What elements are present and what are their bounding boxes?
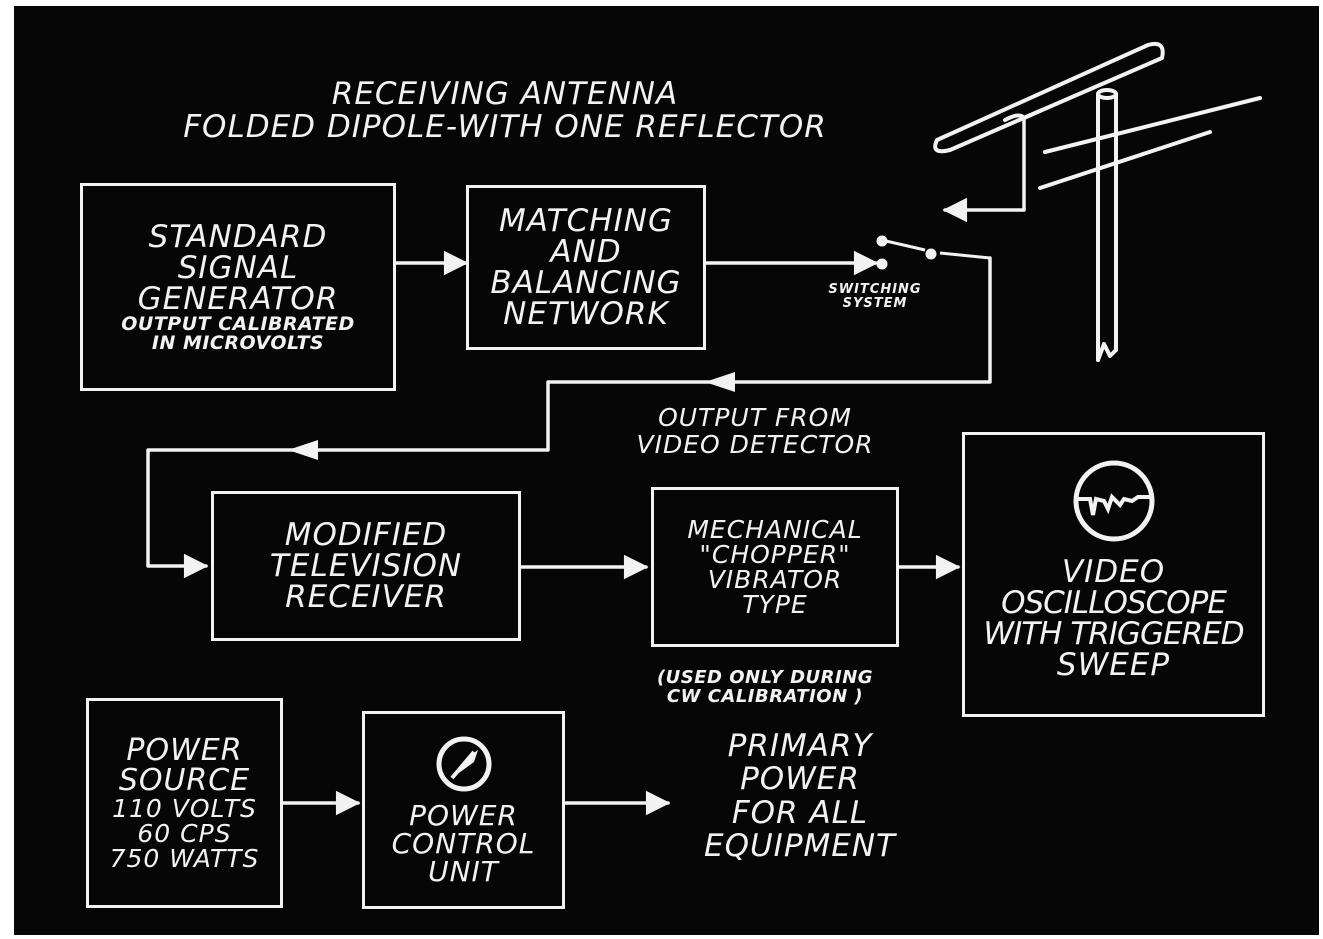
- chopper-note-line2: CW CALIBRATION ): [666, 686, 864, 708]
- power-source-line1: POWER: [126, 732, 243, 768]
- switching-system-label: SWITCHING SYSTEM: [800, 282, 950, 312]
- antenna-title-line1: RECEIVING ANTENNA: [331, 76, 679, 112]
- power-control-line2: CONTROL: [391, 827, 536, 860]
- oscilloscope-line4: SWEEP: [1056, 647, 1171, 683]
- signal-generator-line1: STANDARD: [148, 218, 328, 255]
- primary-power-line2: POWER: [740, 761, 860, 798]
- video-detector-line1: OUTPUT FROM: [658, 403, 852, 432]
- power-source-line5: 750 WATTS: [109, 843, 260, 873]
- matching-network-block: MATCHING AND BALANCING NETWORK: [466, 185, 706, 350]
- meter-dial-icon: [436, 736, 491, 792]
- primary-power-line4: EQUIPMENT: [704, 828, 896, 865]
- signal-generator-line3: GENERATOR: [137, 280, 339, 317]
- antenna-title: RECEIVING ANTENNA FOLDED DIPOLE-WITH ONE…: [110, 76, 900, 146]
- matching-line4: NETWORK: [503, 295, 669, 332]
- power-control-line1: POWER: [409, 799, 518, 832]
- primary-power-line3: FOR ALL: [731, 794, 869, 831]
- tv-receiver-line3: RECEIVER: [285, 578, 447, 615]
- switching-label-line2: SYSTEM: [842, 296, 908, 312]
- tv-receiver-block: MODIFIED TELEVISION RECEIVER: [211, 491, 521, 641]
- chopper-line1: MECHANICAL: [687, 515, 863, 544]
- tv-receiver-line1: MODIFIED: [284, 516, 448, 553]
- chopper-line4: TYPE: [742, 590, 808, 619]
- oscilloscope-line1: VIDEO: [1061, 554, 1166, 590]
- chopper-note-line1: (USED ONLY DURING: [656, 667, 874, 688]
- signal-generator-block: STANDARD SIGNAL GENERATOR OUTPUT CALIBRA…: [80, 183, 396, 391]
- wire-switch-to-receiver: [146, 256, 992, 579]
- oscilloscope-block: VIDEO OSCILLOSCOPE WITH TRIGGERED SWEEP: [962, 432, 1265, 717]
- power-control-block: POWER CONTROL UNIT: [362, 711, 565, 909]
- power-source-line4: 60 CPS: [137, 818, 232, 848]
- chopper-note-label: (USED ONLY DURING CW CALIBRATION ): [620, 668, 910, 707]
- return-arrowheads: [288, 372, 735, 460]
- chopper-line3: VIBRATOR: [707, 565, 843, 594]
- video-detector-label: OUTPUT FROM VIDEO DETECTOR: [580, 404, 930, 458]
- oscilloscope-screen-icon: [1073, 460, 1154, 542]
- power-source-line3: 110 VOLTS: [112, 793, 257, 823]
- oscilloscope-line3: WITH TRIGGERED: [983, 616, 1244, 652]
- folded-dipole-antenna-icon: [933, 41, 1262, 362]
- matching-line2: AND: [550, 233, 622, 270]
- signal-generator-line2: SIGNAL: [177, 249, 299, 286]
- power-source-block: POWER SOURCE 110 VOLTS 60 CPS 750 WATTS: [86, 698, 283, 908]
- switching-label-line1: SWITCHING: [828, 282, 922, 297]
- primary-power-line1: PRIMARY: [727, 728, 873, 764]
- video-detector-line2: VIDEO DETECTOR: [636, 430, 874, 459]
- antenna-title-line2: FOLDED DIPOLE-WITH ONE REFLECTOR: [183, 109, 827, 146]
- chopper-block: MECHANICAL "CHOPPER" VIBRATOR TYPE: [651, 487, 899, 647]
- matching-line1: MATCHING: [499, 202, 673, 239]
- oscilloscope-line2: OSCILLOSCOPE: [1001, 585, 1227, 621]
- power-control-line3: UNIT: [428, 855, 499, 888]
- power-source-line2: SOURCE: [118, 762, 251, 798]
- switch-icon: [876, 235, 991, 270]
- wire-antenna-to-switch: [942, 116, 1026, 223]
- primary-power-label: PRIMARY POWER FOR ALL EQUIPMENT: [665, 728, 935, 865]
- matching-line3: BALANCING: [490, 264, 682, 301]
- chopper-line2: "CHOPPER": [699, 540, 851, 569]
- signal-generator-sub1: OUTPUT CALIBRATED: [121, 312, 355, 335]
- tv-receiver-line2: TELEVISION: [269, 547, 463, 584]
- signal-generator-sub2: IN MICROVOLTS: [151, 331, 325, 354]
